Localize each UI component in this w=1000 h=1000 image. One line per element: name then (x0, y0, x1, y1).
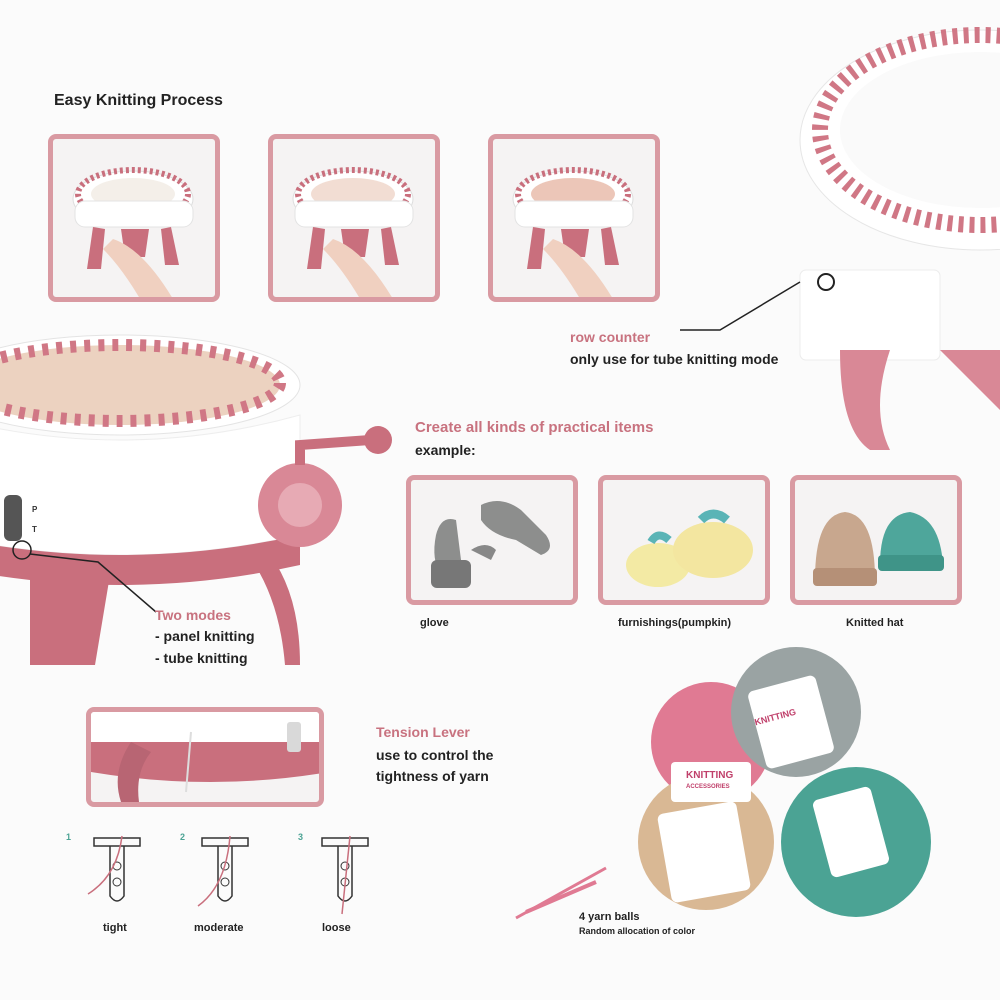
tension-lever-frame (86, 707, 324, 807)
knitting-machine-illustration (72, 167, 194, 297)
yarn-band-label-2: KNITTING (686, 770, 734, 781)
process-title: Easy Knitting Process (54, 92, 223, 109)
yarn-subtitle: Random allocation of color (579, 926, 696, 936)
items-subheading: example: (415, 442, 476, 458)
yarn-title: 4 yarn balls (579, 911, 640, 923)
tension-tight-icon (87, 835, 141, 902)
item-pumpkin-caption: furnishings(pumpkin) (618, 617, 732, 629)
tension-level-2-label: moderate (194, 922, 244, 934)
process-step-1 (48, 134, 220, 302)
process-step-2 (268, 134, 440, 302)
modes-pointer-line (12, 540, 157, 613)
tension-title: Tension Lever (376, 724, 470, 740)
item-hat-caption: Knitted hat (846, 617, 904, 629)
mode-panel-knitting: - panel knitting (155, 628, 255, 644)
mode-mark-t: T (32, 525, 37, 534)
row-counter-icon (817, 273, 835, 291)
tension-level-1-number: 1 (66, 832, 72, 842)
tension-loose-icon (321, 835, 369, 915)
mode-tube-knitting: - tube knitting (155, 650, 248, 666)
tension-level-1-label: tight (103, 922, 127, 934)
row-counter-description: only use for tube knitting mode (570, 351, 779, 367)
yarn-band-sublabel: ACCESSORIES (686, 784, 730, 790)
tension-description-line2: tightness of yarn (376, 768, 489, 784)
knitting-machine-illustration (512, 167, 634, 297)
tension-level-3-number: 3 (298, 832, 304, 842)
glove-image (431, 501, 550, 588)
item-pumpkin-frame (598, 475, 770, 605)
mode-mark-p: P (32, 505, 38, 514)
item-glove-caption: glove (420, 617, 449, 629)
process-step-3 (488, 134, 660, 302)
crank-handle-icon (364, 426, 392, 454)
row-counter-pointer-line (680, 281, 801, 331)
tension-lever-image (91, 712, 319, 802)
hat-image (813, 512, 944, 586)
knitting-machine-main-illustration (0, 334, 392, 665)
row-counter-label: row counter (570, 329, 651, 345)
item-hat-frame (790, 475, 962, 605)
item-glove-frame (406, 475, 578, 605)
pumpkin-image (626, 509, 753, 587)
items-heading: Create all kinds of practical items (415, 419, 654, 436)
knitting-machine-illustration (292, 167, 414, 297)
tension-moderate-icon (197, 835, 249, 907)
yarn-balls-image (515, 647, 931, 920)
row-counter-machine-illustration (799, 27, 1000, 450)
tension-description-line1: use to control the (376, 747, 494, 763)
tension-level-2-number: 2 (180, 832, 186, 842)
tension-level-3-label: loose (322, 922, 351, 934)
modes-title: Two modes (155, 607, 231, 623)
